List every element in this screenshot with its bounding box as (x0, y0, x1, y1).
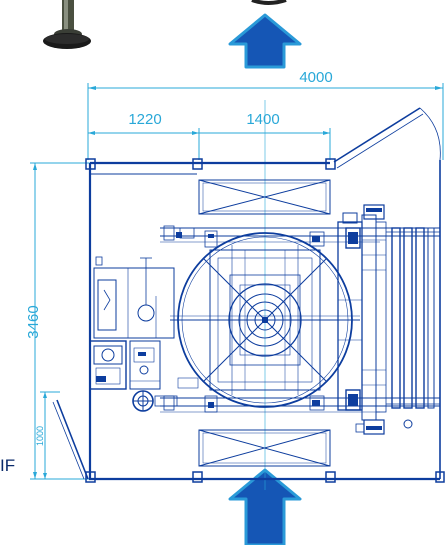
dim-width-left: 1220 (128, 111, 161, 128)
up-arrow-icon-top (228, 13, 302, 69)
dim-width-mid: 1400 (246, 111, 279, 128)
dim-height-total: 3460 (25, 305, 42, 338)
partial-circle (251, 0, 287, 5)
dim-width-total: 4000 (299, 69, 332, 86)
dimension-lines (30, 83, 444, 490)
machine-details (96, 208, 382, 430)
leveling-foot-icon (43, 0, 91, 49)
up-arrow-icon-bottom (228, 468, 302, 545)
dim-height-small: 1000 (35, 426, 45, 446)
edge-text: IF (0, 456, 16, 475)
machine-frame (52, 107, 445, 483)
